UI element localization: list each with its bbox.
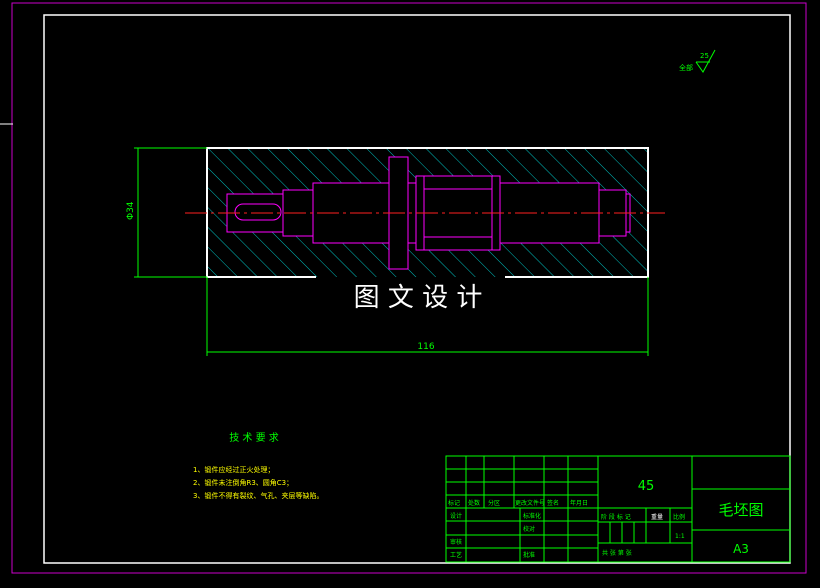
tech-item: 2、锻件未注倒角R3、圆角C3； xyxy=(193,478,293,487)
label-scale: 比例 xyxy=(673,513,685,521)
tech-title: 技 术 要 求 xyxy=(229,431,279,444)
blank-section xyxy=(185,147,665,278)
diameter-dimension xyxy=(134,147,207,278)
keyway-slot xyxy=(234,203,282,221)
label-standardize: 标准化 xyxy=(523,512,541,520)
shaft-grooves xyxy=(423,176,493,250)
length-label: 116 xyxy=(417,342,434,352)
label-design: 设计 xyxy=(450,512,462,520)
scale-value: 1:1 xyxy=(675,533,685,540)
material-value: 45 xyxy=(638,479,655,494)
title-block-text: 标记 处数 分区 更改文件号 签名 年月日 设计 标准化 校对 审核 工艺 批准… xyxy=(448,499,685,559)
sheet-size: A3 xyxy=(733,542,749,556)
label-craft: 工艺 xyxy=(450,551,462,559)
label-date: 年月日 xyxy=(570,499,588,507)
blank-outline xyxy=(206,147,649,278)
title-block xyxy=(445,455,791,563)
roughness-value: 25 xyxy=(700,52,709,60)
outer-border xyxy=(11,2,807,574)
inner-border xyxy=(43,14,791,564)
label-mark: 标记 xyxy=(448,499,460,507)
title-overlay: 图 文 设 计 xyxy=(354,283,483,313)
label-count: 处数 xyxy=(468,499,480,507)
roughness-symbol: 全部 25 xyxy=(679,49,716,73)
tech-item: 3、锻件不得有裂纹、气孔、夹层等缺陷。 xyxy=(193,491,323,500)
tech-item: 1、锻件应经过正火处理； xyxy=(193,465,274,474)
label-proofread: 校对 xyxy=(523,525,535,533)
label-weight: 重量 xyxy=(651,513,663,521)
label-signature: 签名 xyxy=(547,499,559,507)
label-review: 审核 xyxy=(450,538,462,546)
label-approve: 批准 xyxy=(523,551,535,559)
label-sheets: 共 张 第 张 xyxy=(602,549,632,557)
part-name: 毛坯图 xyxy=(718,501,763,519)
label-change-doc: 更改文件号 xyxy=(515,499,545,507)
roughness-check-icon xyxy=(695,49,716,73)
label-zone: 分区 xyxy=(488,499,500,507)
length-dimension xyxy=(206,277,649,356)
label-stage-mark: 阶 段 标 记 xyxy=(601,513,631,521)
tech-requirements: 技 术 要 求 1、锻件应经过正火处理； 2、锻件未注倒角R3、圆角C3； 3、… xyxy=(193,431,323,500)
diameter-label: Φ34 xyxy=(126,201,136,220)
roughness-prefix: 全部 xyxy=(679,63,693,72)
